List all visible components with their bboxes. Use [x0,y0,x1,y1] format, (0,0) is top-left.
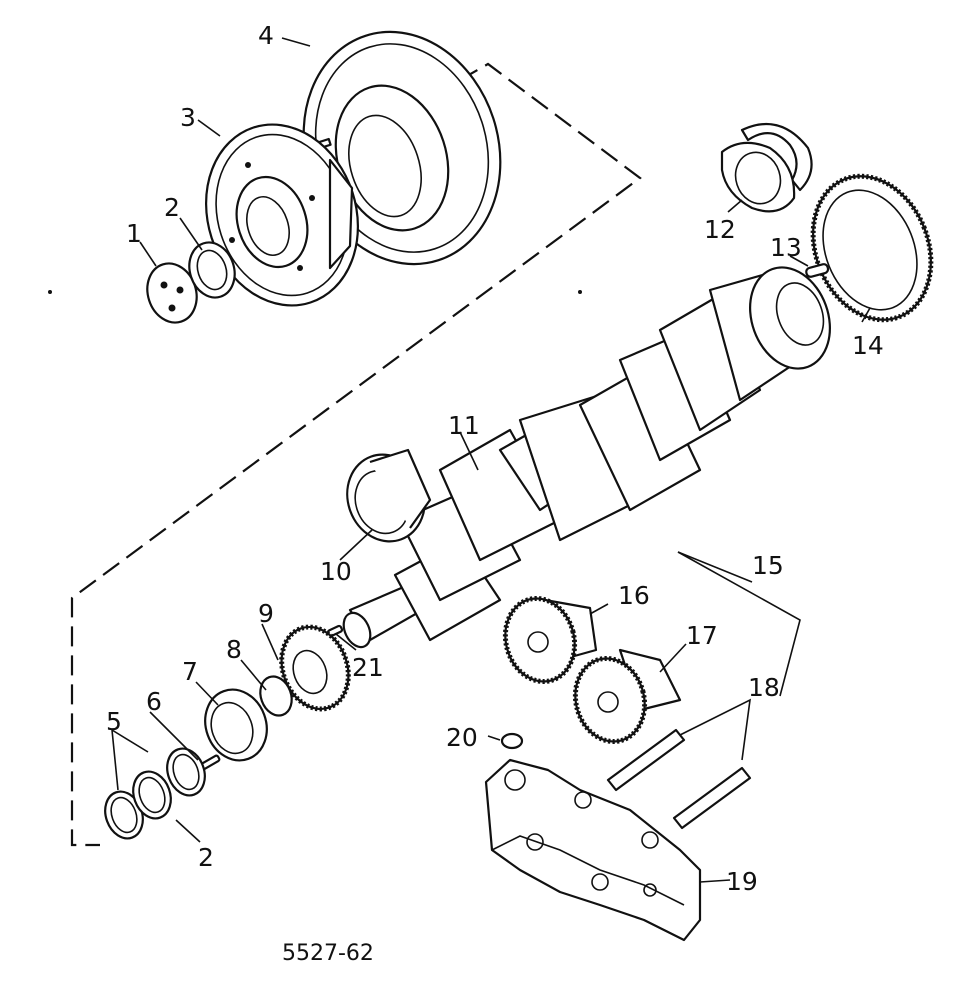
part-8-o-ring [259,675,293,717]
callout-3: 3 [180,103,196,132]
part-5-rings [104,747,206,840]
part-3-hub-flange [204,123,360,307]
part-14-ring-gear [810,173,934,323]
speck [578,290,582,294]
callout-6: 6 [146,687,162,716]
part-19-balancer-housing [484,758,702,942]
part-11-crankshaft [342,266,831,649]
callout-10: 10 [320,557,352,586]
part-10-bearing-shell [346,448,432,543]
part-17-balancer-gear [572,648,682,745]
part-2-seal-ring-upper [188,241,236,299]
part-18-shafts [606,728,752,830]
callout-2-upper: 2 [164,193,180,222]
callout-labels: 4 3 1 2 12 13 14 11 10 9 8 7 6 5 2 21 15… [106,21,884,896]
part-7-spacer [204,688,268,762]
part-16-balancer-gear [502,595,598,685]
drawing-number: 5527-62 [282,941,374,966]
callout-20: 20 [446,723,478,752]
callout-5: 5 [106,707,122,736]
callout-14: 14 [852,331,884,360]
part-13-dowel-pin [805,263,830,278]
part-20-o-ring [500,732,524,750]
part-2-seal-ring-lower [132,770,172,820]
callout-21: 21 [352,653,384,682]
callout-19: 19 [726,867,758,896]
callout-11: 11 [448,411,480,440]
callout-17: 17 [686,621,718,650]
leader-lines [111,37,871,883]
callout-13: 13 [770,233,802,262]
callout-9: 9 [258,599,274,628]
callout-15: 15 [752,551,784,580]
part-12-bearing-shells [720,122,813,213]
callout-7: 7 [182,657,198,686]
callout-2-lower: 2 [198,843,214,872]
callout-4: 4 [258,21,274,50]
callout-8: 8 [226,635,242,664]
callout-18: 18 [748,673,780,702]
speck [48,290,52,294]
callout-12: 12 [704,215,736,244]
callout-16: 16 [618,581,650,610]
part-9-crank-gear [279,624,351,712]
callout-1: 1 [126,219,142,248]
